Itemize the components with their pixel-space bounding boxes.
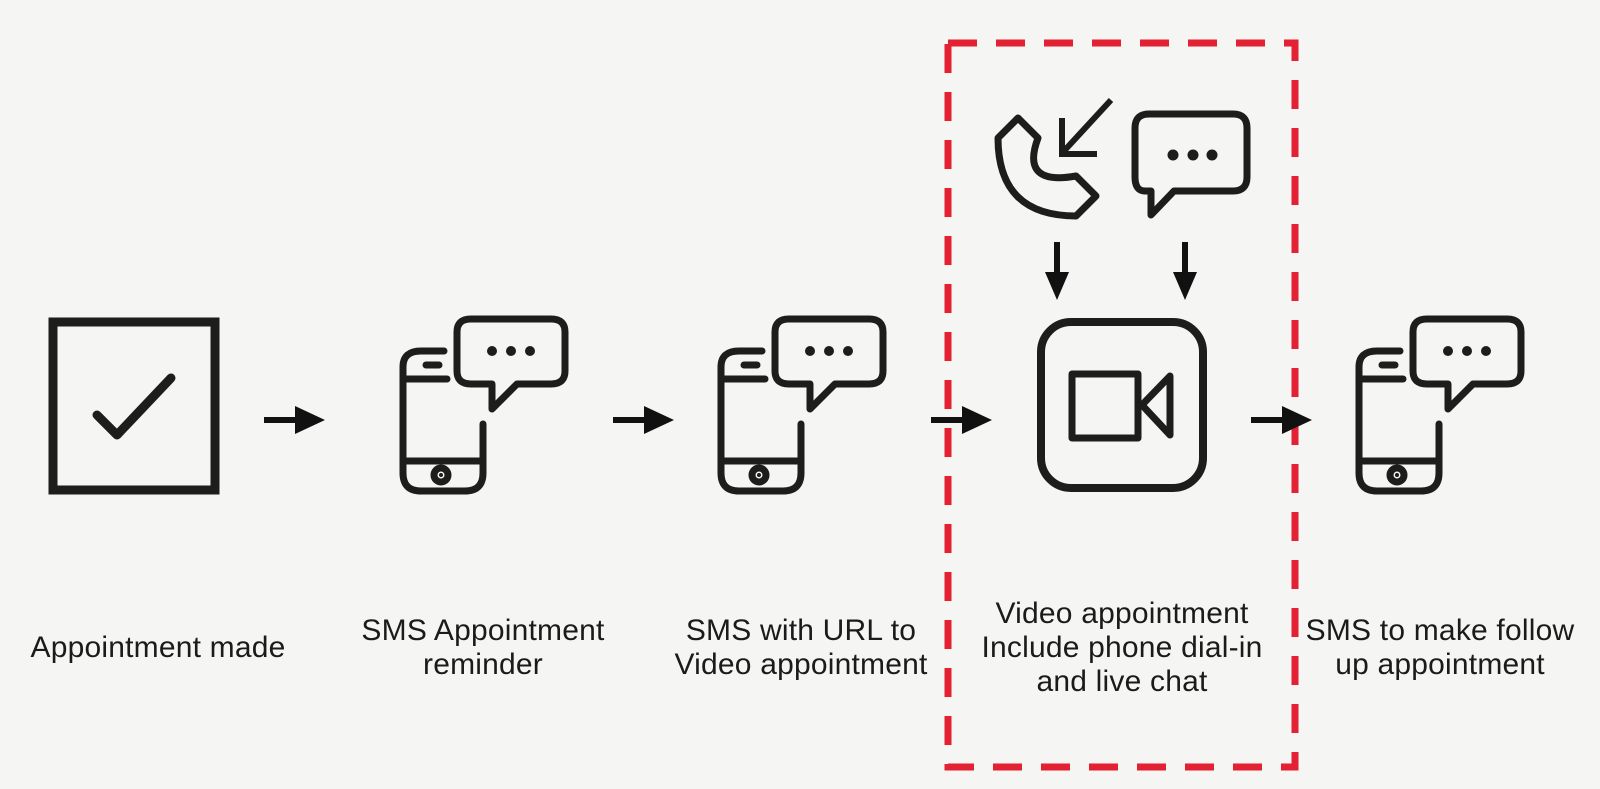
smartphone-sms-icon [1355, 315, 1525, 495]
arrow-right-icon [931, 406, 992, 434]
step-label: SMS Appointment reminder [361, 614, 605, 681]
arrow-right-icon [1251, 406, 1312, 434]
step-label: Appointment made [30, 631, 286, 664]
video-camera-icon [1037, 318, 1207, 492]
checkbox-checked-icon [48, 317, 220, 495]
smartphone-sms-icon [399, 315, 569, 495]
incoming-call-icon [994, 97, 1114, 220]
highlight-dashed-box [944, 39, 1299, 771]
arrow-right-icon [264, 406, 325, 434]
live-chat-icon [1131, 110, 1251, 219]
arrow-right-icon [613, 406, 674, 434]
smartphone-sms-icon [717, 315, 887, 495]
step-label: Video appointment Include phone dial-in … [981, 597, 1263, 698]
step-label: SMS to make follow up appointment [1305, 614, 1575, 681]
arrow-down-icon [1173, 242, 1197, 300]
step-label: SMS with URL to Video appointment [674, 614, 928, 681]
arrow-down-icon [1045, 242, 1069, 300]
